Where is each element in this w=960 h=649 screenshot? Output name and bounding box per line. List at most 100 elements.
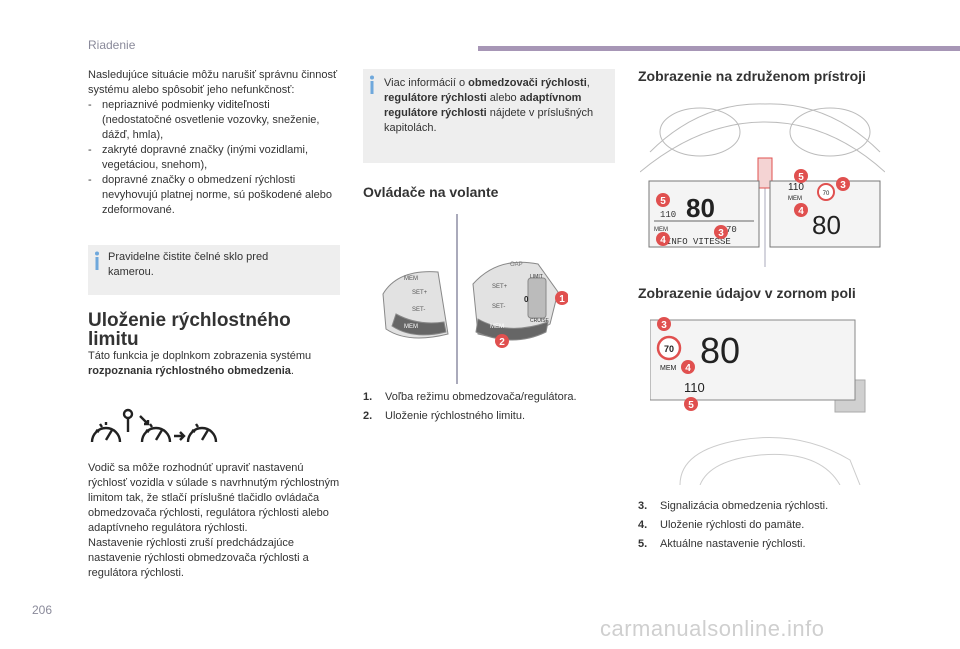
callout-badge-5: 5 xyxy=(794,169,808,183)
callout-badge-1: 1 xyxy=(555,291,568,305)
instrument-cluster-illustration: 80 110 MEM 70 INFO VITESSE 110 MEM 70 80… xyxy=(640,103,885,267)
stalk-label-mem: MEM xyxy=(404,324,418,330)
list-item: 2. Uloženie rýchlostného limitu. xyxy=(363,409,615,424)
speed-gauges-illustration xyxy=(90,408,218,443)
left-stalk xyxy=(382,271,449,339)
info-text: nájdete v príslušných kapitolách. xyxy=(384,107,594,134)
info-box-clean-windscreen: Pravidelne čistite čelné sklo pred kamer… xyxy=(88,245,340,295)
cluster-right-speed: 80 xyxy=(812,210,841,240)
page-header-title: Riadenie xyxy=(88,38,136,52)
list-number: 3. xyxy=(638,500,648,512)
section-intro: Táto funkcia je doplnkom zobrazenia syst… xyxy=(88,349,338,379)
info-bold: adaptívnom regulátore rýchlosti xyxy=(384,92,582,119)
list-item: 3. Signalizácia obmedzenia rýchlosti. xyxy=(638,499,898,514)
stalk-label-cruise: CRUISE xyxy=(530,318,550,324)
list-item: - dopravné značky o obmedzení rýchlosti … xyxy=(88,173,338,218)
right-stalk xyxy=(472,261,559,341)
list-number: 5. xyxy=(638,538,648,550)
cluster-left-mem: MEM xyxy=(654,227,668,233)
callout-badge-5: 5 xyxy=(684,397,698,411)
svg-text:1: 1 xyxy=(559,294,565,305)
stalk-label-mem: MEM xyxy=(490,324,504,330)
info-icon xyxy=(95,251,99,270)
svg-text:4: 4 xyxy=(798,206,804,217)
bullet-text: dopravné značky o obmedzení rýchlosti ne… xyxy=(102,174,332,216)
list-text: Uloženie rýchlostného limitu. xyxy=(385,410,526,422)
cluster-right-mem: MEM xyxy=(788,196,802,202)
callout-badge-3: 3 xyxy=(657,317,671,331)
list-item: 5. Aktuálne nastavenie rýchlosti. xyxy=(638,537,898,552)
info-bold: regulátore rýchlosti xyxy=(384,92,487,104)
info-box-more-info: Viac informácií o obmedzovači rýchlosti,… xyxy=(363,69,615,163)
svg-text:3: 3 xyxy=(840,180,846,191)
section-intro-text: Táto funkcia je doplnkom zobrazenia syst… xyxy=(88,350,312,362)
list-item: 4. Uloženie rýchlosti do pamäte. xyxy=(638,518,898,533)
paragraph-block: Vodič sa môže rozhodnúť upraviť nastaven… xyxy=(88,461,340,581)
hud-speed: 80 xyxy=(700,330,740,371)
svg-text:5: 5 xyxy=(660,196,666,207)
bullet-marker: - xyxy=(88,174,92,186)
list-item: 1. Voľba režimu obmedzovača/regulátora. xyxy=(363,390,615,405)
bullet-text: nepriaznivé podmienky viditeľnosti (nedo… xyxy=(102,99,320,141)
cluster-left-speed: 80 xyxy=(686,193,715,223)
hud-mem: MEM xyxy=(660,365,677,372)
list-text: Aktuálne nastavenie rýchlosti. xyxy=(660,538,806,550)
intro-text: Nasledujúce situácie môžu narušiť správn… xyxy=(88,69,338,96)
steering-stalk-illustration: MEM SET+ SET- MEM OAP LIMIT 0 CRUISE SET… xyxy=(382,214,568,384)
svg-text:4: 4 xyxy=(660,235,666,246)
head-up-display-list: 3. Signalizácia obmedzenia rýchlosti. 4.… xyxy=(638,499,898,556)
stalk-label-oap: OAP xyxy=(510,262,523,268)
list-item: - nepriaznivé podmienky viditeľnosti (ne… xyxy=(88,98,338,143)
list-number: 1. xyxy=(363,391,373,403)
callout-badge-3: 3 xyxy=(836,177,850,191)
cluster-right-sign: 70 xyxy=(823,191,830,197)
section-intro-bold: rozpoznania rýchlostného obmedzenia xyxy=(88,365,291,377)
svg-text:4: 4 xyxy=(685,363,691,374)
callout-badge-4: 4 xyxy=(681,360,695,374)
svg-text:5: 5 xyxy=(798,172,804,183)
info-box-text: Pravidelne čistite čelné sklo pred kamer… xyxy=(108,251,269,278)
list-text: Uloženie rýchlosti do pamäte. xyxy=(660,519,805,531)
bullet-marker: - xyxy=(88,99,92,111)
svg-text:2: 2 xyxy=(499,337,505,348)
bullet-text: zakryté dopravné značky (inými vozidlami… xyxy=(102,144,309,171)
steering-controls-list: 1. Voľba režimu obmedzovača/regulátora. … xyxy=(363,390,615,428)
callout-badge-2: 2 xyxy=(495,334,509,348)
stalk-label-set-plus: SET+ xyxy=(412,290,428,296)
section-title-speed-memorization: Uloženie rýchlostného limitu xyxy=(88,310,291,350)
section-intro-end: . xyxy=(290,365,294,377)
list-item: - zakryté dopravné značky (inými vozidla… xyxy=(88,143,338,173)
head-up-display-illustration: 80 70 MEM 110 3 4 5 xyxy=(650,317,866,485)
callout-badge-4: 4 xyxy=(794,203,808,217)
gauge-icon xyxy=(139,415,172,443)
watermark: carmanualsonline.info xyxy=(600,616,825,641)
stalk-label-set-minus: SET- xyxy=(492,304,505,310)
hud-sign: 70 xyxy=(664,344,674,354)
callout-badge-3: 3 xyxy=(714,225,728,239)
gauge-icon xyxy=(174,423,218,443)
cluster-right-limit: 110 xyxy=(788,182,804,193)
stalk-label-off: 0 xyxy=(524,295,529,304)
svg-text:5: 5 xyxy=(688,400,694,411)
stalk-label-limit: LIMIT xyxy=(530,274,543,280)
cluster-left-set: 70 xyxy=(726,225,737,235)
paragraph-text: Vodič sa môže rozhodnúť upraviť nastaven… xyxy=(88,462,340,534)
callout-badge-5: 5 xyxy=(656,193,670,207)
callout-badge-4: 4 xyxy=(656,232,670,246)
stalk-label-mem: MEM xyxy=(404,276,418,282)
cluster-left-info: INFO VITESSE xyxy=(666,237,731,247)
section-title-head-up-display: Zobrazenie údajov v zornom poli xyxy=(638,285,856,301)
info-box-text: Viac informácií o obmedzovači rýchlosti,… xyxy=(384,76,610,136)
list-text: Signalizácia obmedzenia rýchlosti. xyxy=(660,500,829,512)
section-title-instrument-panel: Zobrazenie na združenom prístroji xyxy=(638,68,866,84)
svg-text:3: 3 xyxy=(718,228,724,239)
paragraph-text: Nastavenie rýchlosti zruší predchádzajúc… xyxy=(88,537,309,579)
hud-limit: 110 xyxy=(684,380,705,395)
section-title-steering-controls: Ovládače na volante xyxy=(363,184,499,200)
bullet-marker: - xyxy=(88,144,92,156)
info-text: alebo xyxy=(486,92,520,104)
page-number: 206 xyxy=(32,603,53,617)
list-text: Voľba režimu obmedzovača/regulátora. xyxy=(385,391,577,403)
list-number: 4. xyxy=(638,519,648,531)
info-icon xyxy=(370,75,374,94)
